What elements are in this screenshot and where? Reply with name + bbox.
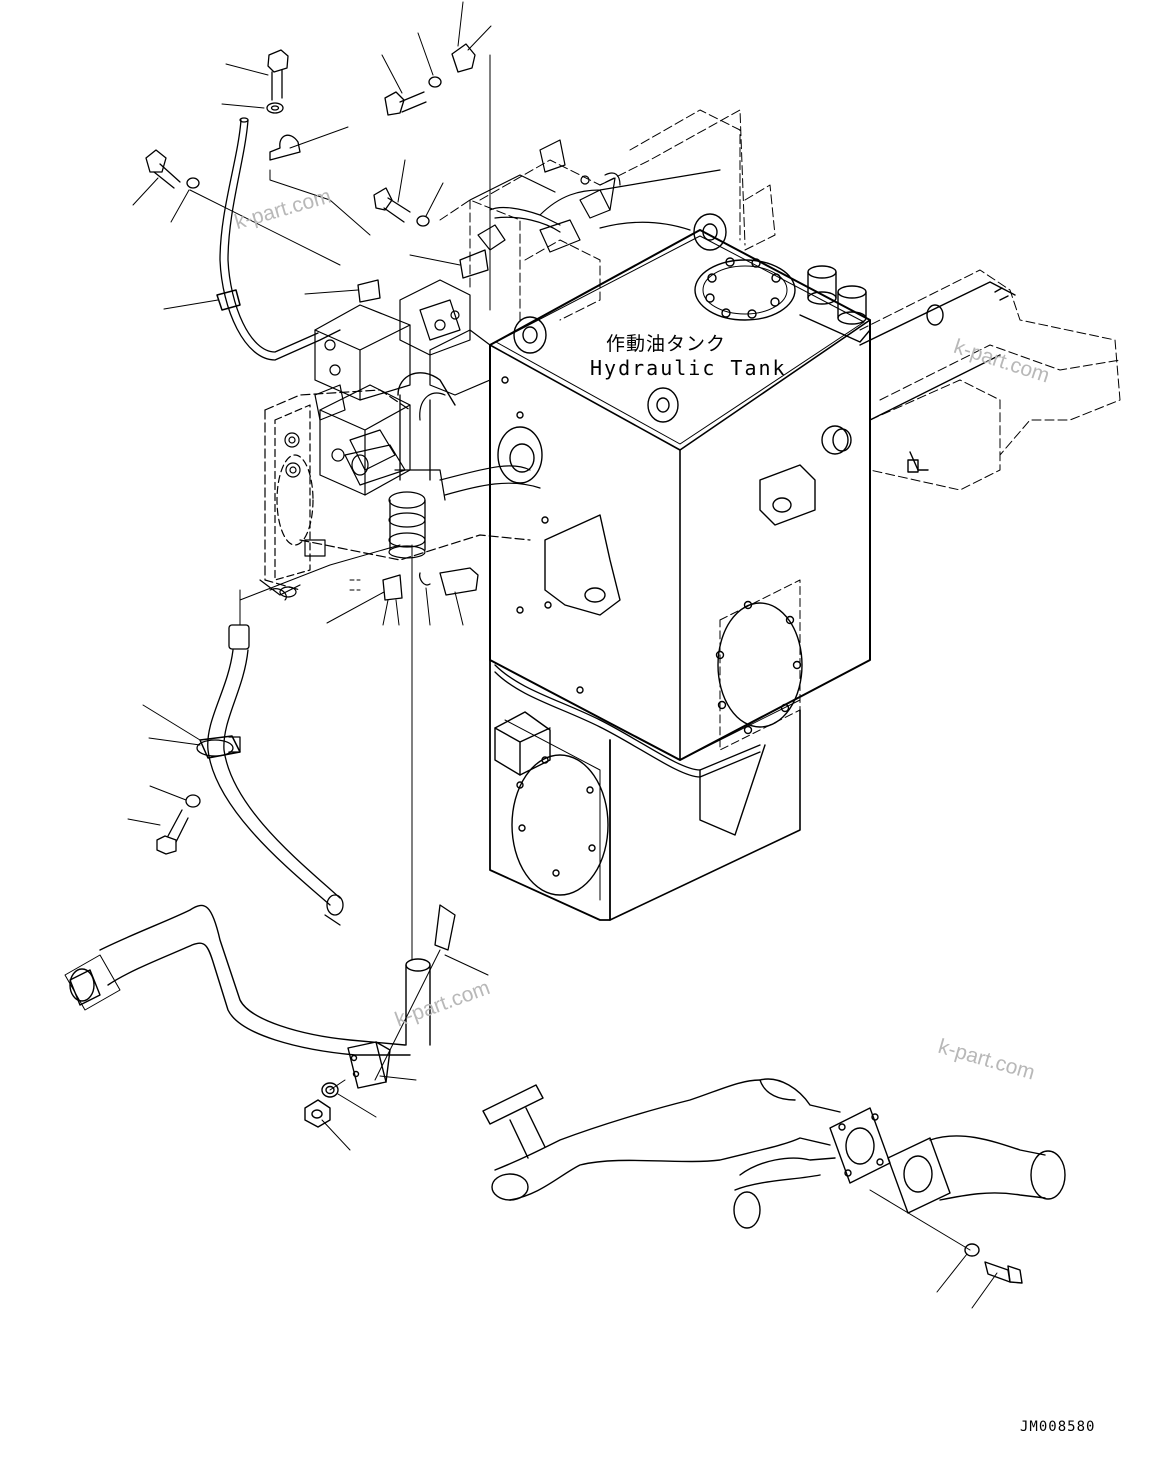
harness-upper: [469, 139, 721, 253]
suction-pipe: [64, 904, 456, 1128]
valve-assembly-left: [259, 279, 541, 601]
drawing-id: JM008580: [1020, 1419, 1096, 1435]
hardware-items: [145, 43, 489, 855]
flex-hose-upper: [216, 117, 341, 361]
flex-hose-lower: [196, 624, 344, 926]
tank-label-english: Hydraulic Tank: [590, 356, 787, 380]
upper-frame-dashed: [439, 109, 1121, 491]
hydraulic-tank: [489, 213, 871, 921]
guide-lines: [189, 54, 971, 1251]
outlet-pipe-assembly: [482, 1078, 1066, 1284]
right-frame-solid: [859, 281, 1016, 473]
leader-lines: [127, 1, 998, 1309]
tank-label-japanese: 作動油タンク: [606, 333, 727, 355]
